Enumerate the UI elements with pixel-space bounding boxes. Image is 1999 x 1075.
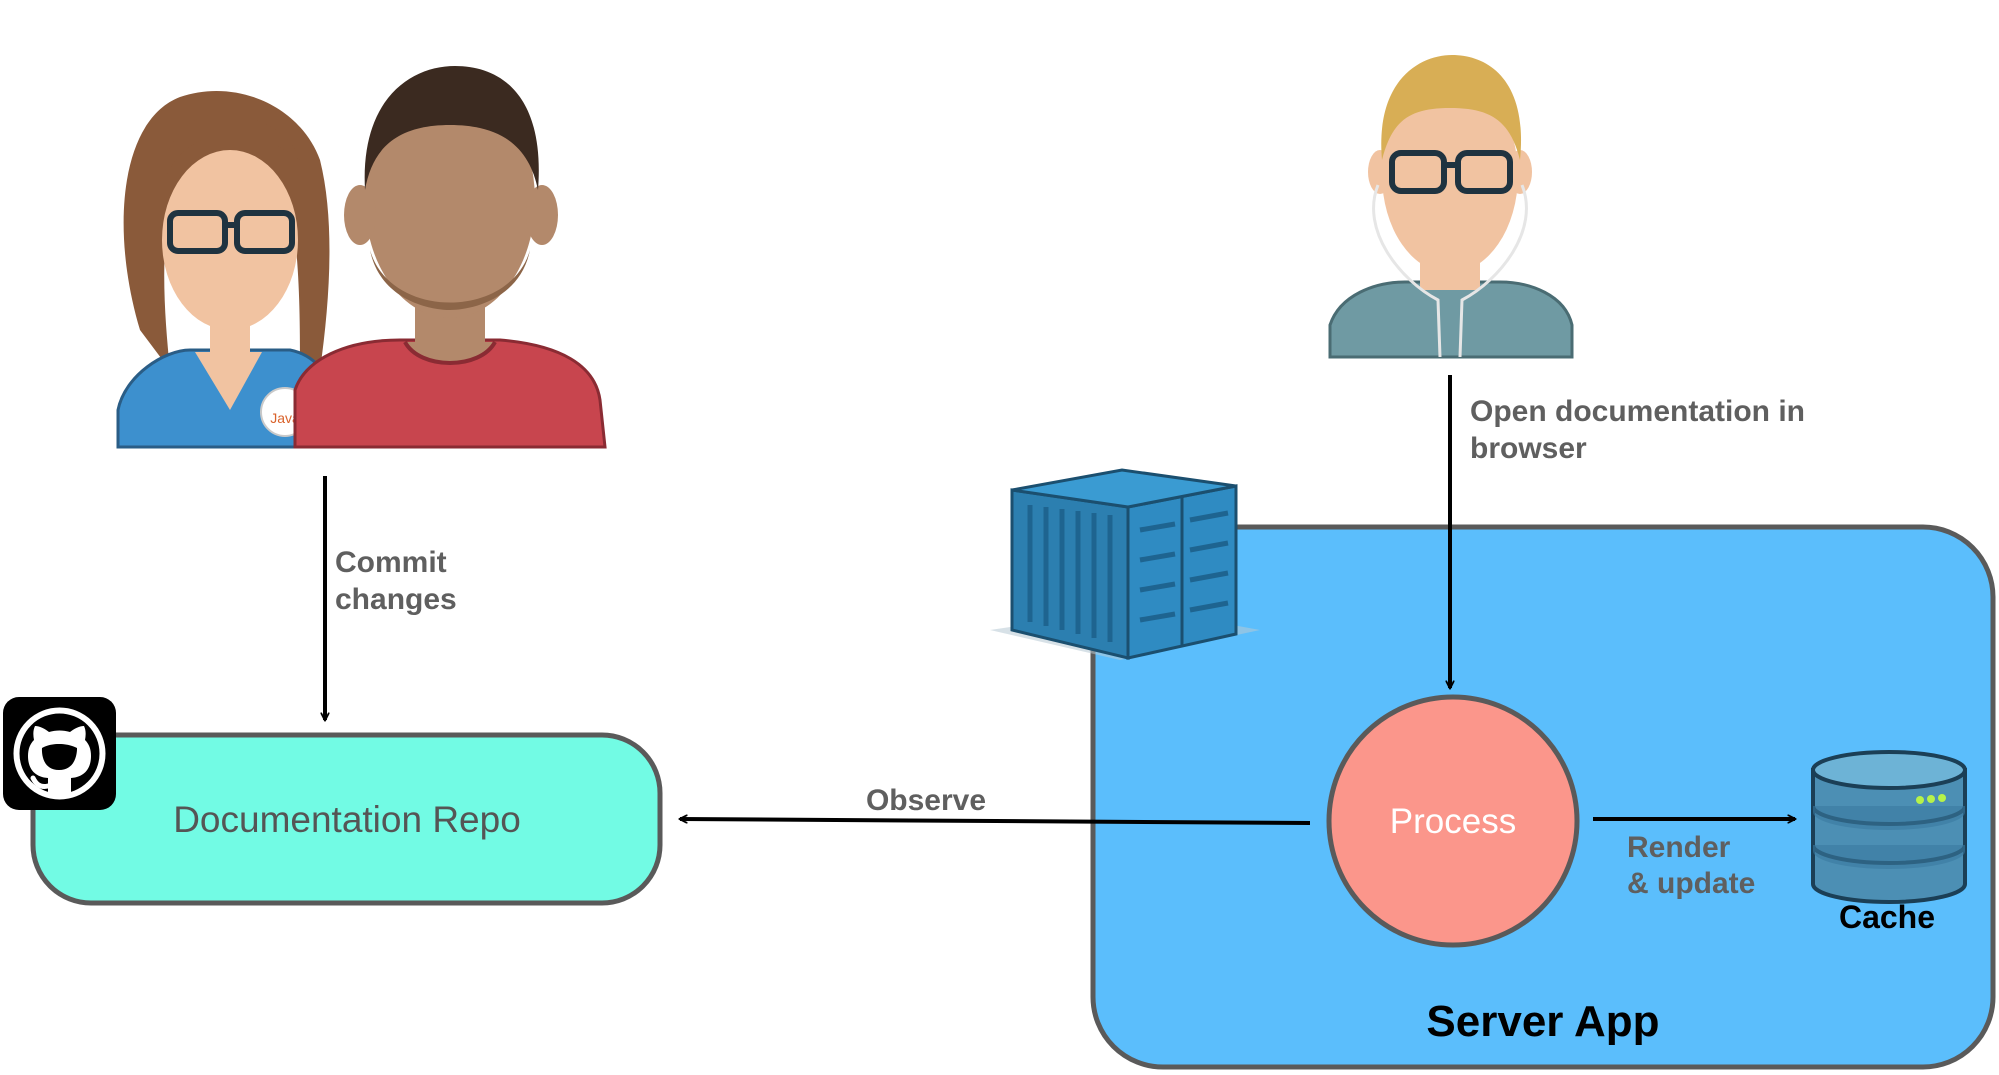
open-documentation-label-line1: Open documentation in: [1470, 395, 1805, 428]
documentation-repo-label: Documentation Repo: [173, 799, 521, 840]
commit-changes-label-line2: changes: [335, 583, 457, 616]
process-label: Process: [1390, 802, 1516, 841]
developer-avatars: Java: [116, 66, 607, 449]
java-badge-text: Java: [270, 410, 300, 426]
open-documentation-label-line2: browser: [1470, 432, 1587, 465]
render-update-label-line1: Render: [1627, 831, 1731, 864]
database-icon: [1811, 750, 1967, 904]
process-node: [1326, 694, 1580, 948]
reader-avatar: [1328, 55, 1574, 359]
documentation-repo-box: [30, 732, 663, 906]
server-app-label: Server App: [1426, 997, 1659, 1046]
cache-label: Cache: [1839, 899, 1935, 935]
observe-arrow: [680, 819, 1311, 825]
commit-changes-label-line1: Commit: [335, 546, 447, 579]
shipping-container-icon: [990, 468, 1260, 660]
github-icon: [3, 697, 116, 810]
render-update-label-line2: & update: [1627, 867, 1755, 900]
observe-label: Observe: [866, 784, 986, 817]
